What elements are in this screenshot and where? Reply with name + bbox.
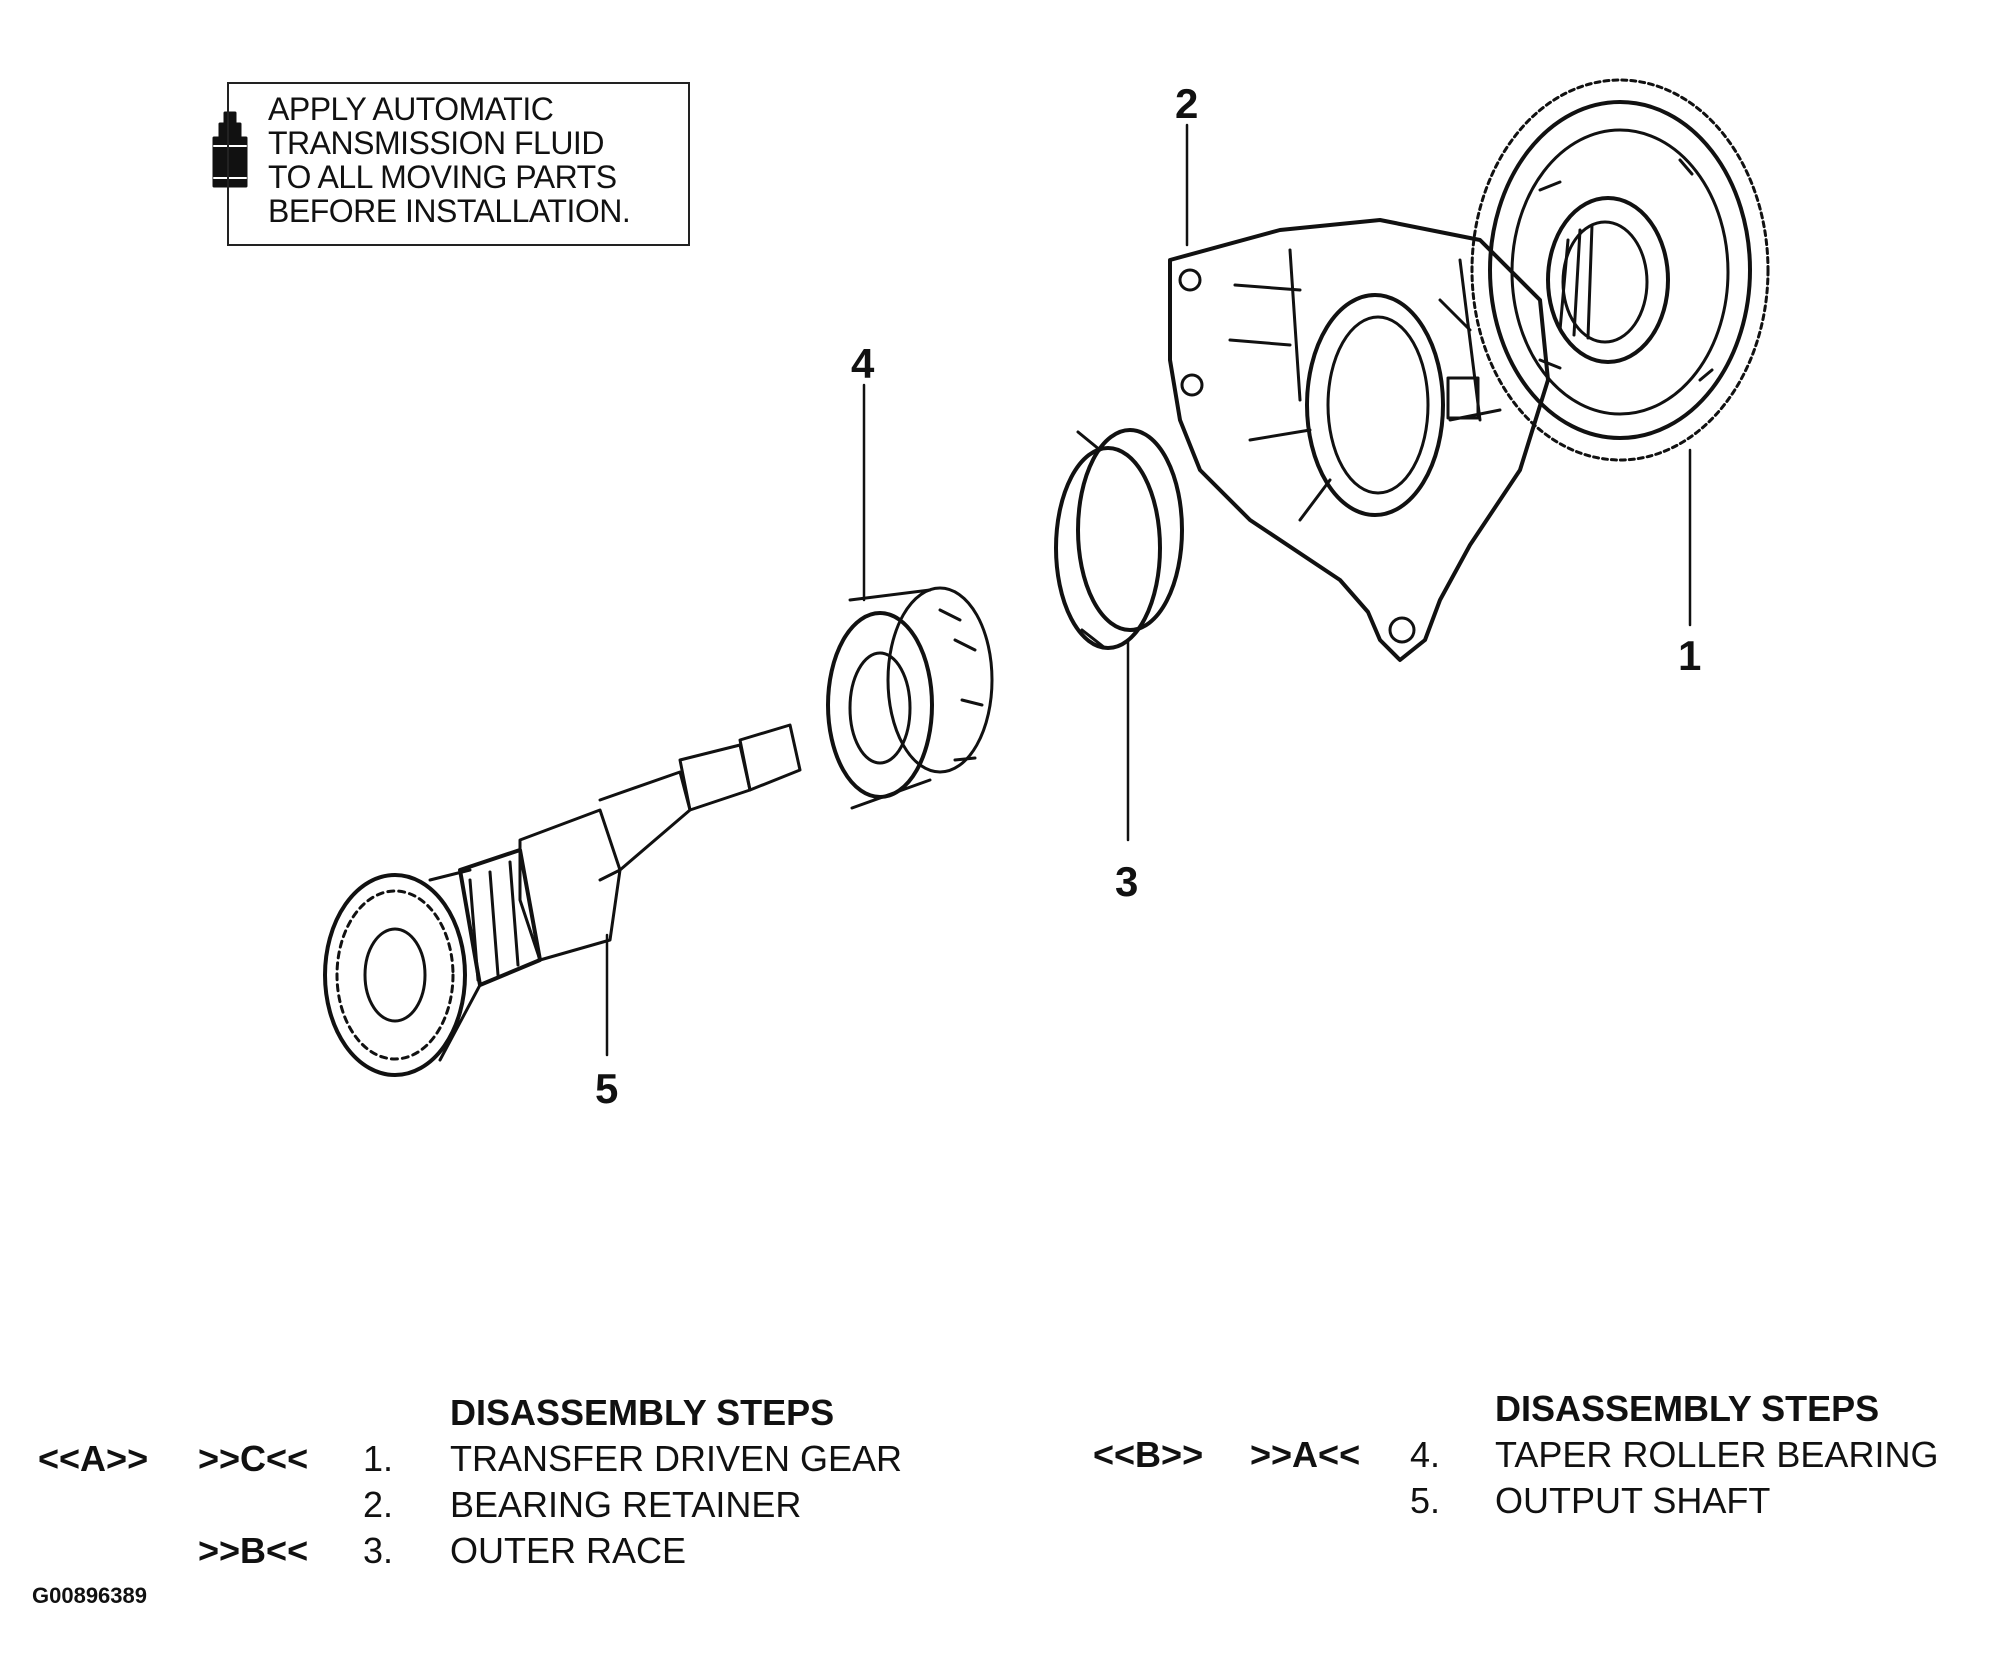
- leader-lines: [605, 123, 1692, 1057]
- note-line: TRANSMISSION FLUID: [268, 125, 604, 161]
- step-label: BEARING RETAINER: [450, 1484, 802, 1525]
- transfer-driven-gear-drawing: [1470, 78, 1770, 462]
- outer-race-drawing: [1054, 428, 1184, 650]
- step-label: OUTPUT SHAFT: [1495, 1480, 1771, 1521]
- step-number: 5.: [1410, 1480, 1441, 1521]
- step-code: >>B<<: [198, 1530, 309, 1571]
- step-label: OUTER RACE: [450, 1530, 687, 1571]
- step-number: 4.: [1410, 1434, 1441, 1475]
- note-text: APPLY AUTOMATIC TRANSMISSION FLUID TO AL…: [268, 91, 631, 229]
- step-code: >>A<<: [1250, 1434, 1361, 1475]
- callout-1: 1: [1678, 632, 1702, 679]
- note-line: TO ALL MOVING PARTS: [268, 159, 617, 195]
- step-label: TRANSFER DRIVEN GEAR: [450, 1438, 903, 1479]
- taper-roller-bearing-drawing: [826, 586, 994, 810]
- step-code: <<B>>: [1093, 1434, 1204, 1475]
- bearing-retainer-drawing: [1168, 218, 1550, 662]
- step-code: >>C<<: [198, 1438, 309, 1479]
- callout-2: 2: [1175, 80, 1199, 127]
- output-shaft-drawing: [323, 723, 802, 1077]
- step-number: 2.: [363, 1484, 394, 1525]
- figure-id: G00896389: [32, 1583, 147, 1608]
- callout-5: 5: [595, 1065, 619, 1112]
- oil-can-icon: [212, 111, 248, 188]
- step-code: <<A>>: [38, 1438, 149, 1479]
- note-line: BEFORE INSTALLATION.: [268, 193, 631, 229]
- steps-heading: DISASSEMBLY STEPS: [1495, 1388, 1880, 1429]
- steps-heading: DISASSEMBLY STEPS: [450, 1392, 835, 1433]
- note-line: APPLY AUTOMATIC: [268, 91, 554, 127]
- step-number: 3.: [363, 1530, 394, 1571]
- step-number: 1.: [363, 1438, 394, 1479]
- callout-3: 3: [1115, 858, 1139, 905]
- note-box: [227, 82, 690, 246]
- step-label: TAPER ROLLER BEARING: [1495, 1434, 1939, 1475]
- callout-4: 4: [851, 340, 875, 387]
